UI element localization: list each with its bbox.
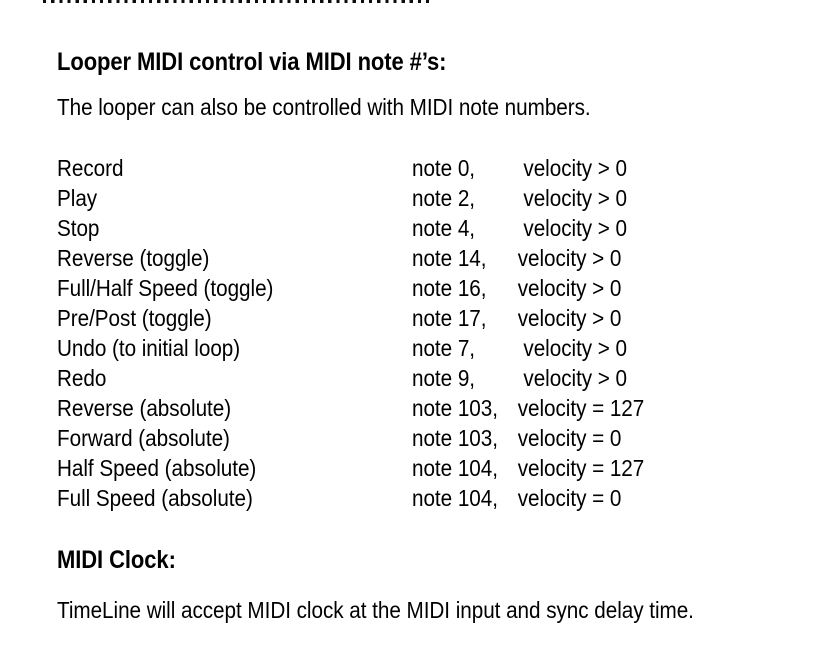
action-label: Undo (to initial loop) bbox=[57, 335, 241, 361]
section-heading-midi-clock: MIDI Clock: bbox=[57, 546, 176, 574]
table-row: Record note 0, velocity > 0 bbox=[57, 153, 762, 183]
table-row: Stop note 4, velocity > 0 bbox=[57, 213, 762, 243]
table-row: Play note 2, velocity > 0 bbox=[57, 183, 762, 213]
note-value: note 104, bbox=[412, 485, 498, 511]
midi-note-table-body: Record note 0, velocity > 0 Play note 2,… bbox=[57, 153, 762, 513]
cell-velocity: velocity = 0 bbox=[512, 423, 762, 453]
cell-action: Record bbox=[57, 153, 412, 183]
cell-action: Full Speed (absolute) bbox=[57, 483, 412, 513]
velocity-value: velocity > 0 bbox=[512, 185, 628, 211]
cell-action: Play bbox=[57, 183, 412, 213]
velocity-value: velocity > 0 bbox=[512, 365, 628, 391]
midi-note-table: Record note 0, velocity > 0 Play note 2,… bbox=[57, 153, 762, 513]
cell-note: note 103, bbox=[412, 393, 512, 423]
cell-action: Half Speed (absolute) bbox=[57, 453, 412, 483]
action-label: Stop bbox=[57, 215, 100, 241]
velocity-value: velocity = 0 bbox=[512, 485, 622, 511]
cell-action: Redo bbox=[57, 363, 412, 393]
note-value: note 7, bbox=[412, 335, 475, 361]
table-row: Full Speed (absolute) note 104, velocity… bbox=[57, 483, 762, 513]
action-label: Redo bbox=[57, 365, 107, 391]
table-row: Half Speed (absolute) note 104, velocity… bbox=[57, 453, 762, 483]
cell-action: Full/Half Speed (toggle) bbox=[57, 273, 412, 303]
cell-note: note 16, bbox=[412, 273, 512, 303]
velocity-value: velocity > 0 bbox=[512, 305, 622, 331]
cell-note: note 103, bbox=[412, 423, 512, 453]
velocity-value: velocity > 0 bbox=[512, 245, 622, 271]
action-label: Reverse (absolute) bbox=[57, 395, 232, 421]
velocity-value: velocity = 127 bbox=[512, 455, 645, 481]
cell-velocity: velocity > 0 bbox=[512, 153, 762, 183]
section-intro-looper: The looper can also be controlled with M… bbox=[57, 94, 591, 120]
cell-note: note 17, bbox=[412, 303, 512, 333]
section-heading-looper: Looper MIDI control via MIDI note #’s: bbox=[57, 48, 447, 76]
table-row: Redo note 9, velocity > 0 bbox=[57, 363, 762, 393]
velocity-value: velocity = 0 bbox=[512, 425, 622, 451]
cell-velocity: velocity = 127 bbox=[512, 453, 762, 483]
note-value: note 14, bbox=[412, 245, 487, 271]
velocity-value: velocity > 0 bbox=[512, 275, 622, 301]
action-label: Forward (absolute) bbox=[57, 425, 230, 451]
cell-velocity: velocity > 0 bbox=[512, 273, 762, 303]
table-row: Forward (absolute) note 103, velocity = … bbox=[57, 423, 762, 453]
note-value: note 17, bbox=[412, 305, 487, 331]
velocity-value: velocity = 127 bbox=[512, 395, 645, 421]
note-value: note 9, bbox=[412, 365, 475, 391]
action-label: Play bbox=[57, 185, 98, 211]
section-intro-midi-clock: TimeLine will accept MIDI clock at the M… bbox=[57, 597, 694, 623]
note-value: note 103, bbox=[412, 425, 498, 451]
action-label: Reverse (toggle) bbox=[57, 245, 210, 271]
cell-action: Pre/Post (toggle) bbox=[57, 303, 412, 333]
cell-velocity: velocity > 0 bbox=[512, 333, 762, 363]
cell-note: note 104, bbox=[412, 453, 512, 483]
cell-velocity: velocity > 0 bbox=[512, 243, 762, 273]
action-label: Full Speed (absolute) bbox=[57, 485, 253, 511]
cell-note: note 104, bbox=[412, 483, 512, 513]
action-label: Full/Half Speed (toggle) bbox=[57, 275, 274, 301]
cell-note: note 7, bbox=[412, 333, 512, 363]
cell-velocity: velocity = 127 bbox=[512, 393, 762, 423]
cell-action: Undo (to initial loop) bbox=[57, 333, 412, 363]
note-value: note 2, bbox=[412, 185, 475, 211]
note-value: note 104, bbox=[412, 455, 498, 481]
cell-velocity: velocity > 0 bbox=[512, 363, 762, 393]
cell-note: note 0, bbox=[412, 153, 512, 183]
cell-note: note 2, bbox=[412, 183, 512, 213]
cell-action: Reverse (toggle) bbox=[57, 243, 412, 273]
table-row: Pre/Post (toggle) note 17, velocity > 0 bbox=[57, 303, 762, 333]
cell-action: Reverse (absolute) bbox=[57, 393, 412, 423]
dotted-divider bbox=[43, 0, 433, 6]
cell-note: note 14, bbox=[412, 243, 512, 273]
note-value: note 16, bbox=[412, 275, 487, 301]
cell-velocity: velocity > 0 bbox=[512, 183, 762, 213]
action-label: Half Speed (absolute) bbox=[57, 455, 257, 481]
velocity-value: velocity > 0 bbox=[512, 155, 628, 181]
table-row: Undo (to initial loop) note 7, velocity … bbox=[57, 333, 762, 363]
note-value: note 0, bbox=[412, 155, 475, 181]
note-value: note 103, bbox=[412, 395, 498, 421]
cell-note: note 4, bbox=[412, 213, 512, 243]
table-row: Full/Half Speed (toggle) note 16, veloci… bbox=[57, 273, 762, 303]
cell-action: Forward (absolute) bbox=[57, 423, 412, 453]
table-row: Reverse (absolute) note 103, velocity = … bbox=[57, 393, 762, 423]
dotted-divider-row bbox=[43, 0, 433, 3]
cell-velocity: velocity = 0 bbox=[512, 483, 762, 513]
action-label: Pre/Post (toggle) bbox=[57, 305, 212, 331]
cell-note: note 9, bbox=[412, 363, 512, 393]
cell-velocity: velocity > 0 bbox=[512, 213, 762, 243]
action-label: Record bbox=[57, 155, 124, 181]
velocity-value: velocity > 0 bbox=[512, 335, 628, 361]
cell-action: Stop bbox=[57, 213, 412, 243]
note-value: note 4, bbox=[412, 215, 475, 241]
table-row: Reverse (toggle) note 14, velocity > 0 bbox=[57, 243, 762, 273]
velocity-value: velocity > 0 bbox=[512, 215, 628, 241]
cell-velocity: velocity > 0 bbox=[512, 303, 762, 333]
